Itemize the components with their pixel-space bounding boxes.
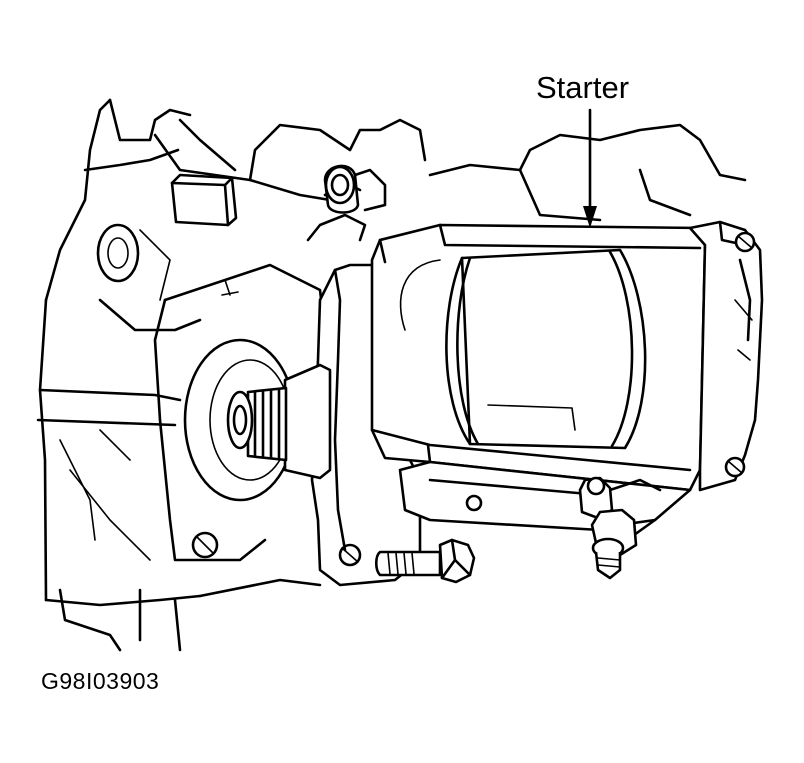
mounting-bolt: [374, 538, 476, 584]
upper-bolt: [323, 164, 387, 214]
figure-id: G98I03903: [41, 668, 160, 694]
starter-callout-label: Starter: [536, 70, 630, 105]
terminal-studs: [578, 476, 638, 580]
starter-motor: [226, 220, 764, 587]
starter-callout-arrow: [583, 108, 597, 228]
